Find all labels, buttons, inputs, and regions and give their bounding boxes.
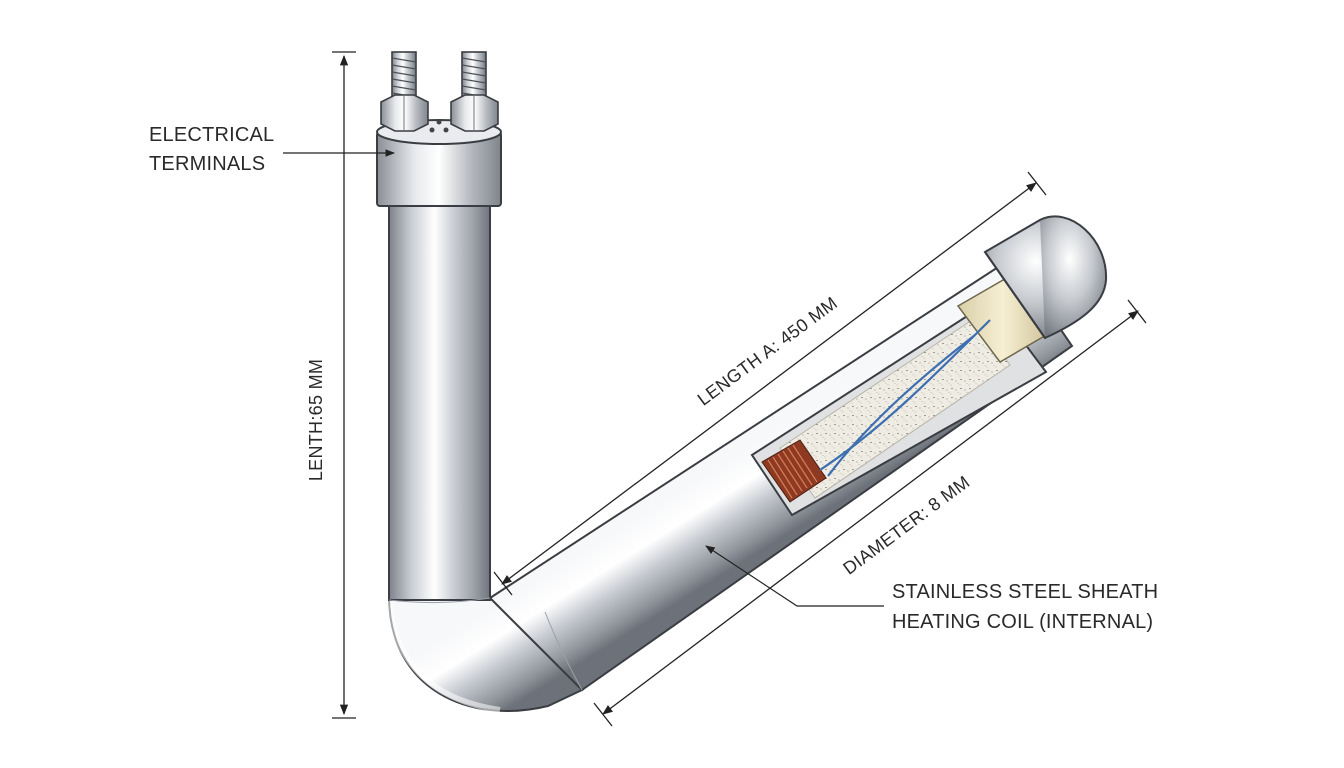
cutaway-section (750, 274, 1050, 517)
coil-label: HEATING COIL (INTERNAL) (892, 611, 1153, 633)
terminals-label-line2: TERMINALS (149, 153, 265, 175)
sheath-label: STAINLESS STEEL SHEATH (892, 581, 1158, 603)
vertical-dimension: LENTH:65 MM (306, 51, 356, 719)
terminals-callout: ELECTRICAL TERMINALS (149, 124, 395, 175)
terminals-label-line1: ELECTRICAL (149, 124, 274, 146)
tube-sheath (386, 199, 1074, 713)
terminal-nut-icon (450, 94, 499, 132)
terminal-nut-icon (380, 94, 429, 132)
vertical-length-label: LENTH:65 MM (306, 359, 326, 481)
sheath-callout: STAINLESS STEEL SHEATH HEATING COIL (INT… (705, 545, 1158, 633)
terminal-head (376, 51, 502, 207)
